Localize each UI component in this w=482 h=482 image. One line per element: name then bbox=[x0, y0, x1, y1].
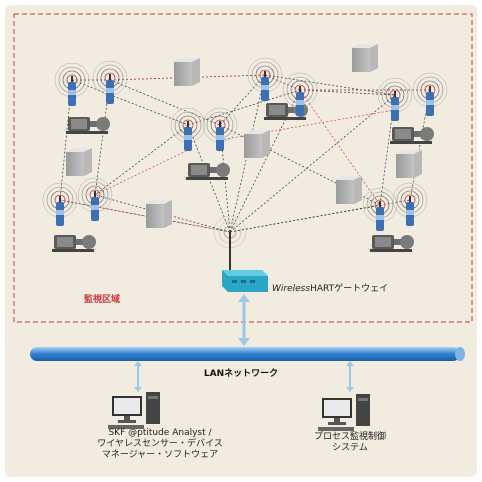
gateway-label-italic: Wireless bbox=[272, 284, 311, 294]
pc1-caption-line: SKF @ptitude Analyst / bbox=[108, 428, 212, 438]
pc2-caption: プロセス監視制御 システム bbox=[288, 432, 412, 454]
lan-bar bbox=[30, 347, 465, 361]
pc2-caption-line: プロセス監視制御 bbox=[313, 432, 386, 442]
pc1-caption-line: ワイヤレスセンサー・デバイス bbox=[97, 439, 223, 449]
pc-connectors bbox=[134, 361, 354, 392]
gateway-lan-connector bbox=[238, 294, 250, 346]
computer-icon bbox=[108, 392, 370, 431]
gateway-icon bbox=[213, 215, 268, 292]
pc2-caption-line: システム bbox=[332, 443, 368, 453]
obstacle-box-icon bbox=[66, 44, 422, 228]
gateway-label-rest: HARTゲートウェイ bbox=[310, 284, 389, 294]
gateway-label: WirelessHARTゲートウェイ bbox=[272, 281, 388, 294]
lan-label: LANネットワーク bbox=[203, 369, 279, 379]
zone-label: 監視区域 bbox=[84, 295, 121, 305]
pc1-caption-line: マネージャー・ソフトウェア bbox=[101, 450, 219, 460]
pc1-caption: SKF @ptitude Analyst / ワイヤレスセンサー・デバイス マネ… bbox=[80, 428, 240, 461]
